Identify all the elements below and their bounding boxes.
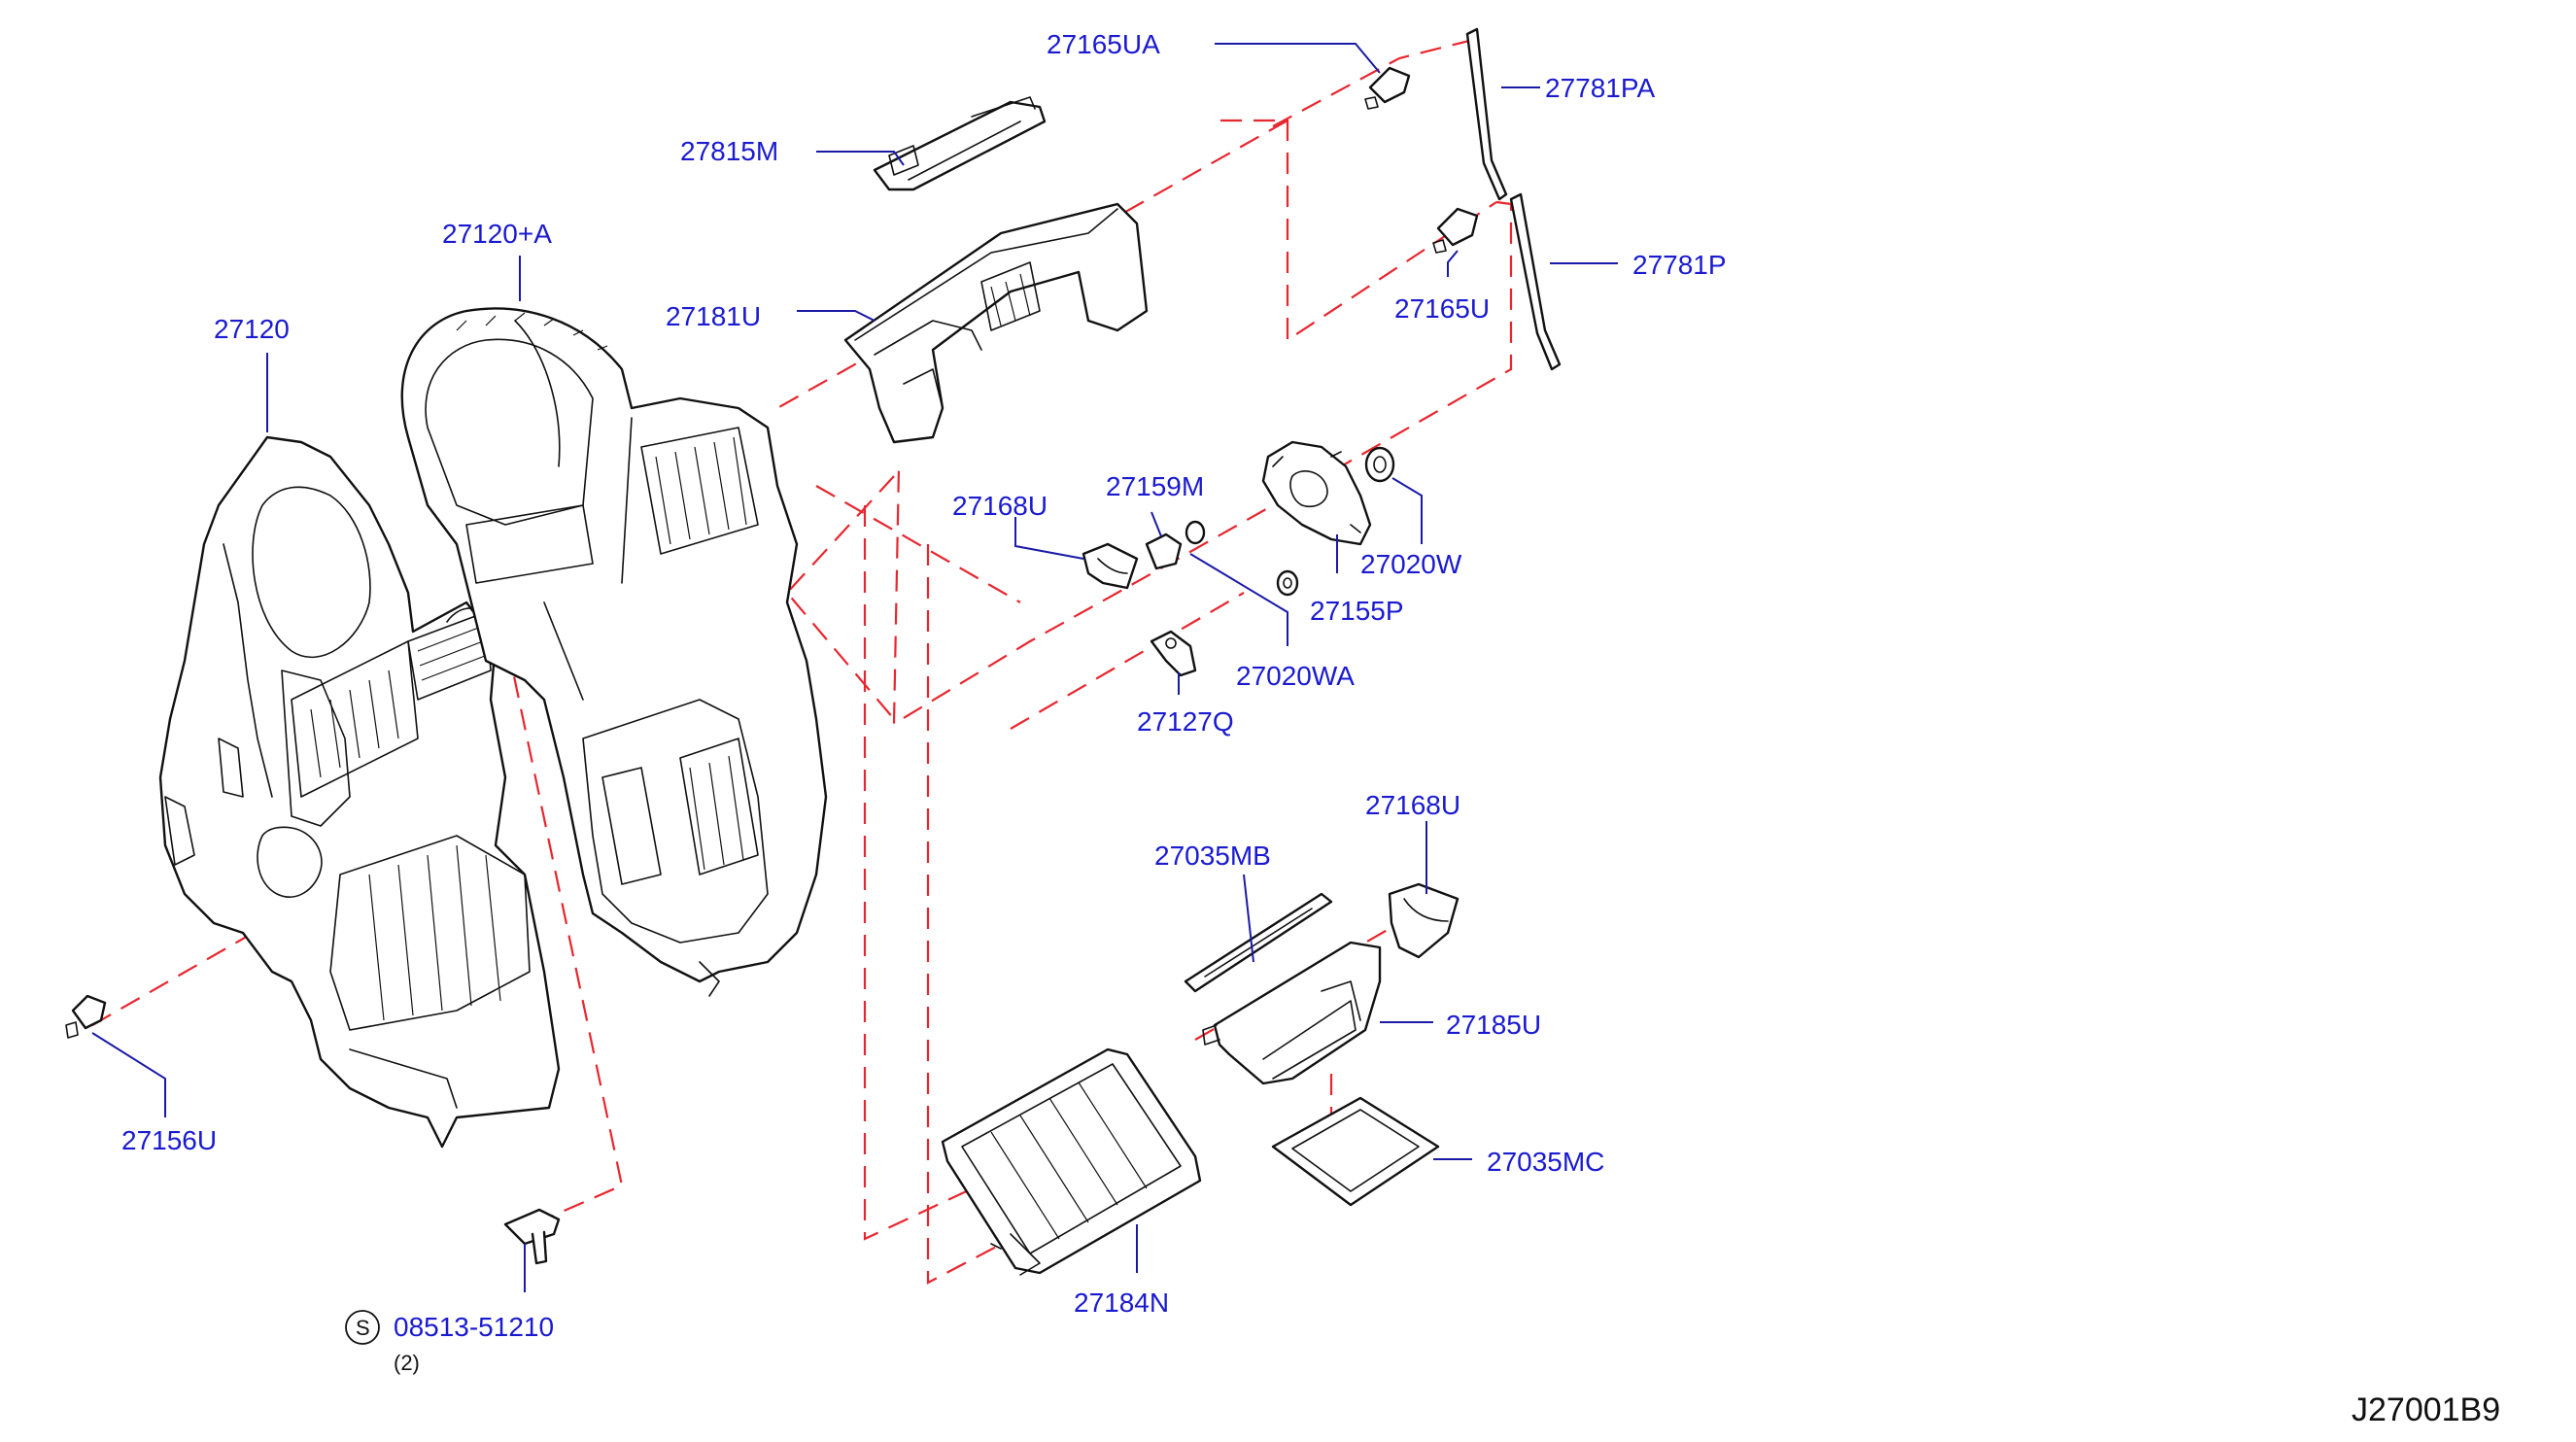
label-27781PA: 27781PA [1545,73,1655,103]
heater-case-right [400,307,828,997]
part-27168U-clip-bottom [1388,882,1460,959]
part-27781P-rod [1509,192,1562,371]
part-27181U-duct [843,202,1149,444]
part-27165UA-actuator [1364,66,1411,110]
label-27815M: 27815M [680,136,778,166]
part-27165U-actuator [1432,207,1479,254]
label-27155P: 27155P [1310,596,1404,626]
label-27159M: 27159M [1106,471,1204,501]
part-27020W-washer [1364,446,1395,483]
screw-symbol: S [345,1310,380,1345]
part-27184N-filter [941,1047,1202,1276]
label-27120A: 27120+A [442,219,552,249]
label-27165UA: 27165UA [1047,29,1160,59]
label-27781P: 27781P [1632,250,1727,280]
screw-quantity: (2) [394,1351,420,1375]
label-27035MC: 27035MC [1487,1147,1604,1177]
label-27165U: 27165U [1394,293,1490,324]
part-27155P-motor [1261,440,1372,546]
part-27159M-link [1145,520,1206,570]
screw-symbol-letter: S [356,1316,370,1340]
screw-symbol-circle [345,1310,380,1345]
label-08513-51210: 08513-51210 [394,1312,554,1342]
part-27156U-actuator [65,994,107,1039]
label-27020W: 27020W [1360,549,1462,579]
label-27168U-top: 27168U [952,491,1048,521]
part-27781PA-rod [1465,27,1508,201]
part-27815M-bracket [873,96,1047,191]
part-27035MB-seal [1184,892,1333,993]
label-27127Q: 27127Q [1137,706,1234,737]
diagram-reference: J27001B9 [2352,1391,2500,1428]
label-27184N: 27184N [1074,1288,1169,1318]
leader-lines [91,43,1618,1292]
part-27168U-clip-top [1082,542,1139,590]
label-27168U-bottom: 27168U [1365,790,1460,820]
part-08513-screw [503,1208,561,1265]
label-27120: 27120 [214,314,290,344]
part-27127Q-lever [1150,630,1197,677]
label-27185U: 27185U [1446,1010,1541,1040]
label-27156U: 27156U [121,1125,217,1155]
label-27181U: 27181U [666,301,761,331]
label-27020WA: 27020WA [1236,661,1355,691]
part-27185U-door [1202,941,1382,1085]
label-27035MB: 27035MB [1154,841,1271,871]
heater-case-left [158,435,561,1149]
part-27035MC-gasket [1271,1096,1440,1207]
part-labels: 27165UA 27781PA 27815M 27120+A 27181U 27… [121,29,1727,1342]
part-27020WA-washer [1276,569,1299,597]
